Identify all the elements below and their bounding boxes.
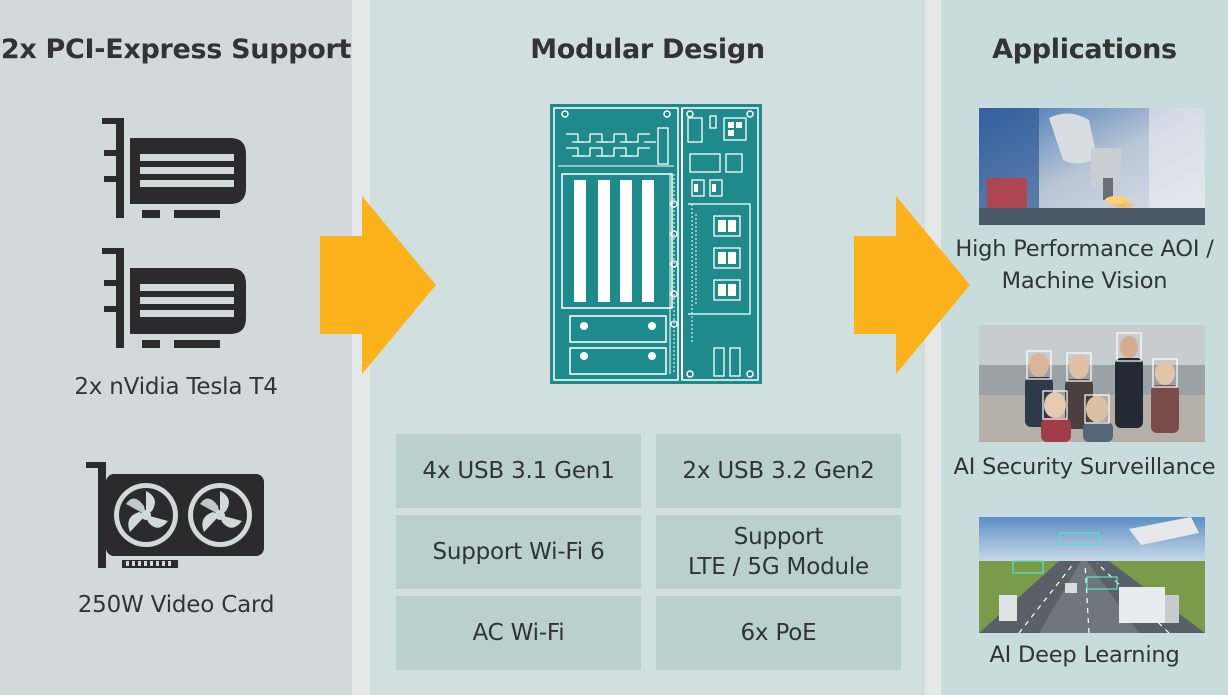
face-recognition-crowd-photo xyxy=(979,325,1205,442)
tesla-caption: 2x nVidia Tesla T4 xyxy=(74,374,278,400)
feature-usb32: 2x USB 3.2 Gen2 xyxy=(656,434,901,508)
pci-express-panel: 2x PCI-Express Support 2x nVidia Tesla T… xyxy=(0,0,352,695)
applications-title: Applications xyxy=(992,34,1177,65)
feature-ac-wifi: AC Wi-Fi xyxy=(396,596,641,670)
pci-express-title: 2x PCI-Express Support xyxy=(0,34,352,65)
robot-arm-inspection-photo xyxy=(979,108,1205,225)
video-card-caption: 250W Video Card xyxy=(77,592,275,618)
aoi-caption: High Performance AOI / Machine Vision xyxy=(955,236,1214,294)
gpu-card-icon xyxy=(102,248,246,348)
feature-poe: 6x PoE xyxy=(656,596,901,670)
feature-lte-5g: Support LTE / 5G Module xyxy=(656,515,901,589)
highway-traffic-camera-photo xyxy=(979,517,1205,633)
video-card-fans-icon xyxy=(86,462,264,568)
arrow-right-icon xyxy=(320,196,436,374)
surveillance-caption: AI Security Surveillance xyxy=(953,454,1216,480)
feature-wifi6: Support Wi-Fi 6 xyxy=(396,515,641,589)
gpu-card-icon xyxy=(102,118,246,218)
motherboard-diagram xyxy=(550,104,762,384)
arrow-right-icon xyxy=(854,196,970,374)
feature-usb31: 4x USB 3.1 Gen1 xyxy=(396,434,641,508)
modular-design-title: Modular Design xyxy=(530,34,765,65)
deep-learning-caption: AI Deep Learning xyxy=(989,642,1180,668)
